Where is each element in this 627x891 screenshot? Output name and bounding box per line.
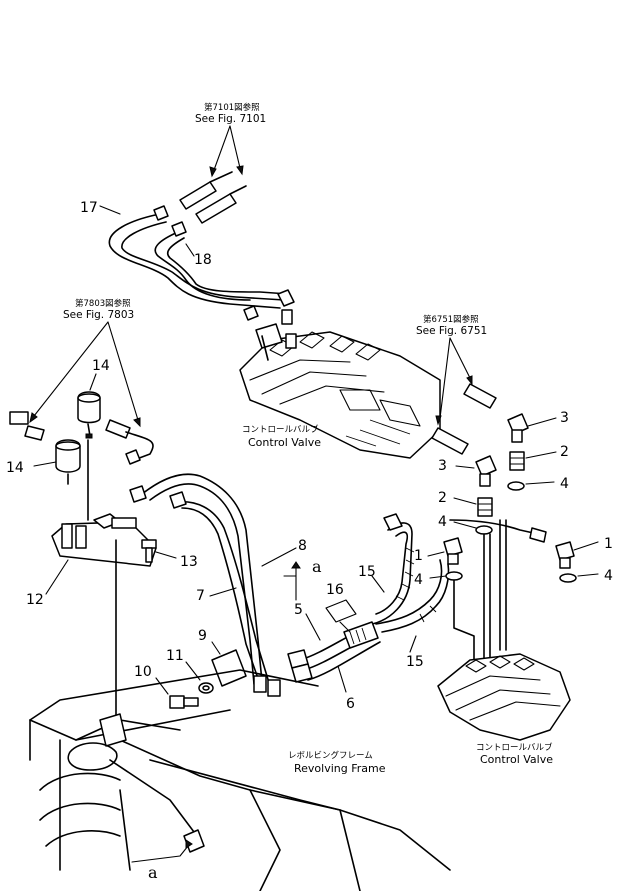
callout-2-center: 2 (438, 490, 447, 506)
callout-15a: 15 (358, 564, 376, 580)
control-valve-right-en: Control Valve (480, 753, 553, 766)
right-vertical-pipes (453, 519, 507, 665)
callout-7: 7 (196, 588, 205, 604)
control-valve-right-jp: コントロールバルブ (476, 742, 553, 753)
callout-14-upper: 14 (92, 358, 110, 374)
ref-6751-jp: 第6751図参照 (423, 314, 479, 325)
bracket-12 (45, 439, 157, 741)
control-valve-top-jp: コントロールバルブ (242, 424, 319, 435)
ref-7101-en: See Fig. 7101 (195, 113, 266, 125)
elbow-3-center (455, 455, 497, 487)
filter-14-upper (77, 373, 101, 439)
control-valve-right[interactable]: コントロールバルブ Control Valve (437, 653, 571, 766)
section-mark-upper-label: a (312, 557, 322, 576)
elbow-1-right (555, 541, 599, 569)
reference-fig-6751: 第6751図参照 See Fig. 6751 (416, 314, 487, 426)
leader-15a (371, 575, 385, 593)
callout-10: 10 (134, 664, 152, 680)
plate-9 (211, 641, 247, 687)
callout-4-far-right: 4 (604, 568, 613, 584)
right-hose-ends (431, 383, 497, 455)
callout-5: 5 (294, 602, 303, 618)
bolt-13 (141, 539, 177, 563)
section-mark-upper: a (283, 557, 322, 601)
callout-1-center: 1 (414, 548, 423, 564)
ref-7101-jp: 第7101図参照 (204, 102, 260, 113)
callout-8: 8 (298, 538, 307, 554)
clamp-16 (325, 599, 357, 633)
oring-4-far-right (559, 573, 599, 583)
control-valve-top[interactable]: コントロールバルブ Control Valve (239, 323, 441, 459)
callout-12: 12 (26, 592, 44, 608)
oring-4-right (507, 481, 555, 491)
oring-4-center (453, 521, 493, 535)
callout-2-right: 2 (560, 444, 569, 460)
oring-4-lower (429, 571, 463, 581)
reference-fig-7803: 第7803図参照 See Fig. 7803 (29, 298, 141, 428)
hoses-5-6 (287, 613, 381, 693)
callout-13: 13 (180, 554, 198, 570)
callout-11: 11 (166, 648, 184, 664)
callout-1-right: 1 (604, 536, 613, 552)
washer-11 (185, 661, 214, 694)
top-hose-ends (179, 171, 247, 224)
callout-14-lower: 14 (6, 460, 24, 476)
elbow-3-right (507, 413, 557, 443)
ref-7803-en: See Fig. 7803 (63, 309, 134, 321)
section-mark-lower: a (131, 839, 193, 882)
callout-18: 18 (194, 252, 212, 268)
callout-3-center: 3 (438, 458, 447, 474)
callout-17: 17 (80, 200, 98, 216)
callout-6: 6 (346, 696, 355, 712)
bolt-10 (155, 677, 199, 709)
ref-7101-arrows (213, 125, 241, 171)
revolving-frame-jp: レボルビングフレーム (288, 750, 373, 761)
callout-4-right: 4 (560, 476, 569, 492)
control-valve-top-en: Control Valve (248, 436, 321, 449)
adapter-2-right (509, 451, 557, 471)
pipe-17-18 (99, 205, 295, 325)
callout-4-center: 4 (438, 514, 447, 530)
revolving-frame-en: Revolving Frame (294, 762, 386, 775)
callout-16: 16 (326, 582, 344, 598)
ref-7101-arrowheads (209, 165, 244, 178)
callout-3-right: 3 (560, 410, 569, 426)
ref-7803-jp: 第7803図参照 (75, 298, 131, 309)
revolving-frame[interactable]: レボルビングフレーム Revolving Frame (29, 669, 451, 891)
ref-6751-en: See Fig. 6751 (416, 325, 487, 337)
filter-14-lower (33, 439, 81, 485)
left-fittings (9, 411, 154, 465)
leader-15b (409, 635, 417, 653)
tubes-7-8 (129, 473, 297, 697)
reference-fig-7101: 第7101図参照 See Fig. 7101 (195, 102, 266, 178)
section-mark-lower-label: a (148, 863, 158, 882)
callout-4-lower: 4 (414, 572, 423, 588)
elbow-1-center (427, 537, 463, 565)
callout-9: 9 (198, 628, 207, 644)
callout-15b: 15 (406, 654, 424, 670)
adapter-2-center (453, 497, 493, 517)
